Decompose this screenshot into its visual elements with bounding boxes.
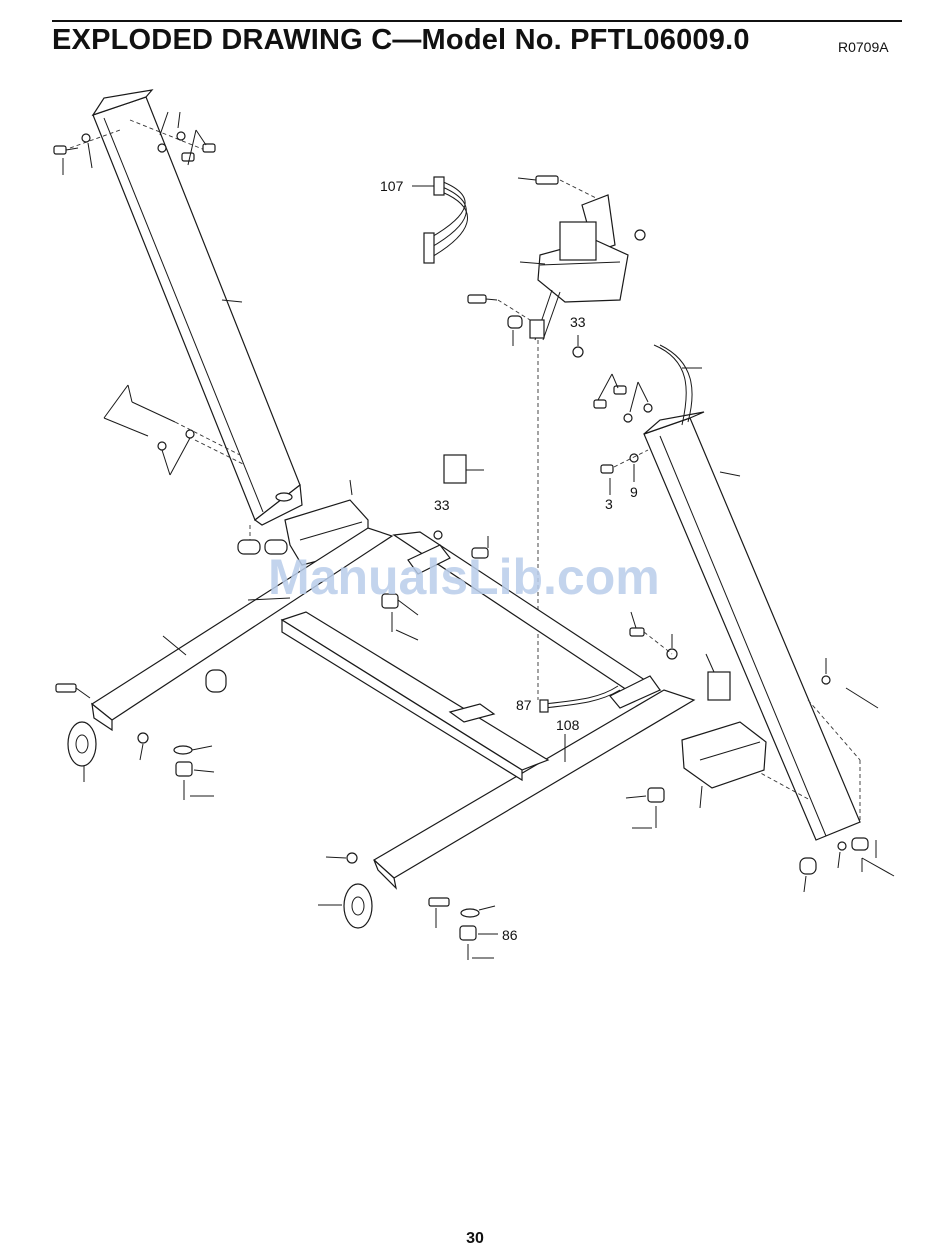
callout-107: 107 [380,178,404,194]
wire-harness-107 [412,177,468,263]
wire-connector-87 [540,686,620,712]
callout-9: 9 [630,484,638,500]
callout-3: 3 [605,496,613,512]
right-upright-bolts [594,374,652,495]
left-upright [93,90,302,525]
watermark: ManualsLib.com [268,548,660,606]
callout-86: 86 [502,927,518,943]
callout-108: 108 [556,717,580,733]
callout-33-motor: 33 [570,314,586,330]
page-number: 30 [0,1230,950,1248]
callout-87: 87 [516,697,532,713]
callout-33-frame: 33 [434,497,450,513]
